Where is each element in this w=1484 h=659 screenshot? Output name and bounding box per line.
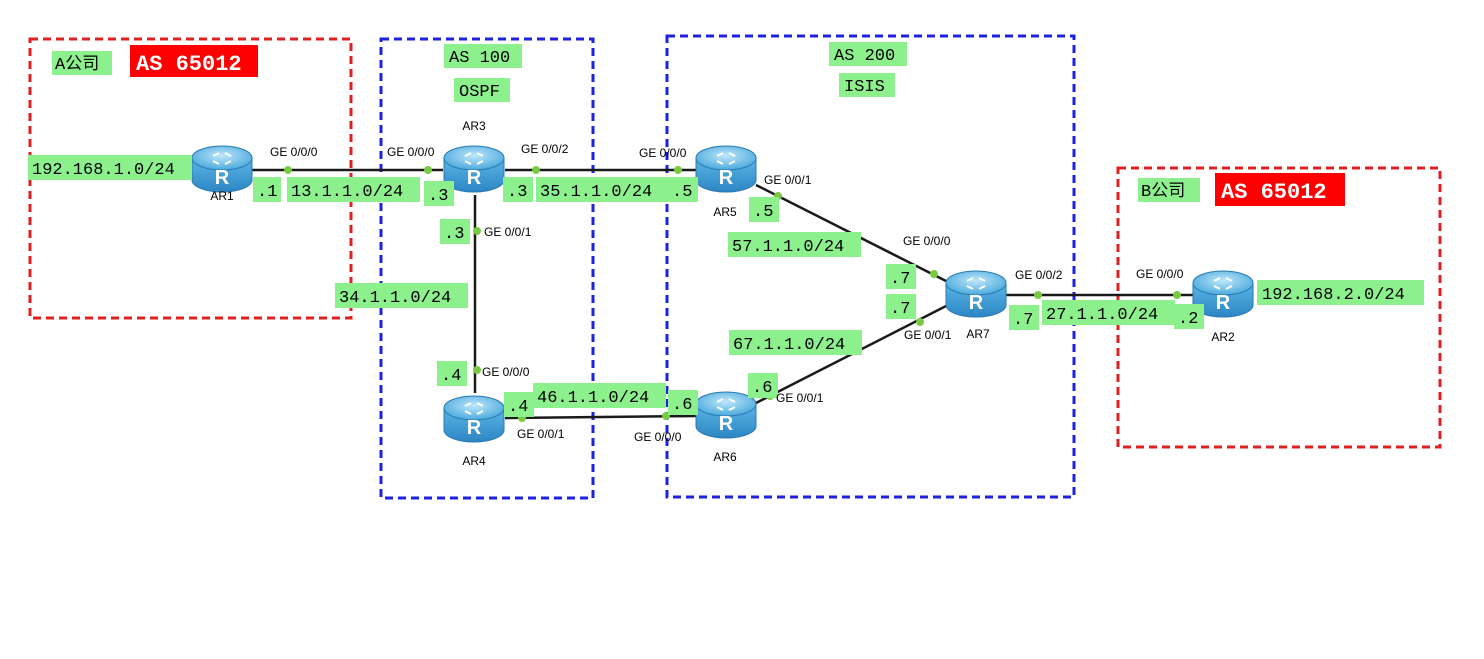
router-label: AR1: [210, 189, 234, 203]
zone-as200-protocol: ISIS: [844, 78, 885, 97]
router-label: AR2: [1211, 330, 1235, 344]
zone-as100-name: AS 100: [449, 49, 510, 68]
host-label: .3: [444, 225, 464, 244]
zone-as100-protocol: OSPF: [459, 83, 500, 102]
host-label: .5: [753, 203, 773, 222]
port-label: GE 0/0/2: [1015, 268, 1063, 282]
router-ar6[interactable]: AR6: [695, 391, 757, 464]
network-label: 27.1.1.0/24: [1046, 306, 1158, 325]
network-label: 34.1.1.0/24: [339, 289, 451, 308]
host-label: .7: [1013, 311, 1033, 330]
router-label: AR7: [966, 327, 990, 341]
router-ar1[interactable]: AR1: [191, 145, 253, 203]
router-icon: [695, 391, 757, 439]
router-label: AR3: [462, 119, 486, 133]
router-icon: [191, 145, 253, 193]
port-label: GE 0/0/0: [634, 430, 682, 444]
network-label: 192.168.2.0/24: [1262, 286, 1405, 305]
port-label: GE 0/0/1: [484, 225, 532, 239]
zone-b-company-as: AS 65012: [1221, 180, 1327, 205]
host-label: .3: [507, 183, 527, 202]
port-label: GE 0/0/2: [521, 142, 569, 156]
network-label: 67.1.1.0/24: [733, 336, 845, 355]
port-label: GE 0/0/0: [482, 365, 530, 379]
network-label: 35.1.1.0/24: [540, 183, 652, 202]
port-label: GE 0/0/1: [776, 391, 824, 405]
router-icon: [695, 145, 757, 193]
zone-b-company: [1116, 166, 1442, 449]
zone-a-company-name: A公司: [55, 55, 99, 75]
router-ar4[interactable]: AR4: [443, 395, 505, 468]
router-label: AR4: [462, 454, 486, 468]
router-icon: [443, 395, 505, 443]
router-label: AR5: [713, 205, 737, 219]
host-label: .1: [257, 183, 277, 202]
host-label: .7: [890, 270, 910, 289]
zone-as200: [665, 34, 1076, 499]
router-icon: [945, 270, 1007, 318]
router-ar3[interactable]: AR3: [443, 119, 505, 193]
router-ar2[interactable]: AR2: [1192, 270, 1254, 344]
zone-as200-name: AS 200: [834, 47, 895, 66]
network-label: 46.1.1.0/24: [537, 389, 649, 408]
network-label: 57.1.1.0/24: [732, 238, 844, 257]
zone-a-company-as: AS 65012: [136, 52, 242, 77]
router-label: AR6: [713, 450, 737, 464]
router-ar5[interactable]: AR5: [695, 145, 757, 219]
port-label: GE 0/0/0: [270, 145, 318, 159]
host-label: .6: [752, 379, 772, 398]
zone-b-company-name: B公司: [1141, 182, 1185, 202]
network-label: 13.1.1.0/24: [291, 183, 403, 202]
host-label: .6: [672, 396, 692, 415]
host-label: .2: [1178, 310, 1198, 329]
port-label: GE 0/0/0: [903, 234, 951, 248]
host-label: .7: [890, 300, 910, 319]
port-label: GE 0/0/0: [639, 146, 687, 160]
port-label: GE 0/0/1: [517, 427, 565, 441]
port-label: GE 0/0/1: [764, 173, 812, 187]
host-label: .4: [441, 367, 461, 386]
zone-as100: [379, 37, 595, 500]
port-label: GE 0/0/0: [1136, 267, 1184, 281]
network-label: 192.168.1.0/24: [32, 161, 175, 180]
host-label: .4: [508, 398, 528, 417]
port-label: GE 0/0/0: [387, 145, 435, 159]
host-label: .3: [428, 187, 448, 206]
host-label: .5: [672, 183, 692, 202]
router-ar7[interactable]: AR7: [945, 270, 1007, 341]
port-label: GE 0/0/1: [904, 328, 952, 342]
